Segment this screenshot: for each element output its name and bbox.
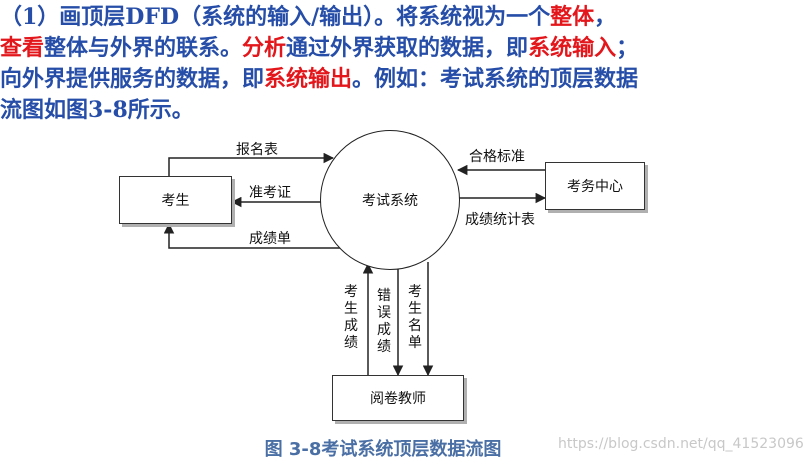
intro-text-segment: ，: [594, 4, 617, 30]
caption-text: 考试系统顶层数据流图: [321, 439, 502, 460]
highlight-term: 系统输入: [528, 35, 617, 61]
flow-arrow-registration-form: [168, 152, 335, 176]
process-label: 考试系统: [362, 193, 418, 209]
intro-text-segment: ；: [616, 35, 639, 61]
highlight-term: 查看: [0, 35, 45, 61]
entity-label: 阅卷教师: [370, 391, 426, 407]
flow-label-student-list: 考生名单: [408, 284, 422, 351]
caption-figure-number: 图 3-8: [264, 439, 322, 460]
dfd-diagram: [163, 152, 547, 377]
intro-line-1: （1）画顶层DFD（系统的输入/输出）。将系统视为一个整体，: [0, 2, 766, 33]
intro-text: （1）画顶层DFD（系统的输入/输出）。将系统视为一个整体， 查看整体与外界的联…: [0, 2, 766, 126]
entity-label: 考务中心: [567, 179, 623, 195]
watermark: https://blog.csdn.net/qq_41523096: [558, 436, 804, 452]
highlight-term: 分析: [242, 35, 287, 61]
flow-label-passing-standard: 合格标准: [469, 149, 525, 165]
flow-label-error-scores: 错误成绩: [377, 288, 391, 355]
flow-label-registration-form: 报名表: [236, 142, 278, 158]
entity-exam-center: 考务中心: [545, 162, 645, 210]
intro-text-segment: 整体与外界的联系。: [44, 35, 243, 61]
entity-label: 考生: [161, 193, 190, 209]
intro-line-2: 查看整体与外界的联系。分析通过外界获取的数据，即系统输入；: [0, 33, 766, 64]
flow-label-score-statistics: 成绩统计表: [465, 212, 535, 228]
intro-text-segment: 通过外界获取的数据，即: [286, 35, 529, 61]
highlight-term: 系统输出: [264, 66, 353, 92]
highlight-term: 整体: [550, 4, 595, 30]
flow-label-score-sheet: 成绩单: [249, 231, 291, 247]
flow-label-student-scores: 考生成绩: [344, 284, 358, 351]
figure-caption: 图 3-8考试系统顶层数据流图: [0, 435, 766, 461]
intro-line-4: 流图如图3-8所示。: [0, 95, 766, 126]
intro-text-segment: 向外界提供服务的数据，即: [0, 66, 265, 92]
intro-text-segment: 流图如图3-8所示。: [0, 97, 194, 123]
flow-arrow-score-sheet: [163, 222, 340, 249]
flow-label-admission-ticket: 准考证: [249, 185, 291, 201]
intro-text-segment: （1）画顶层DFD（系统的输入/输出）。将系统视为一个: [0, 4, 551, 30]
entity-teacher: 阅卷教师: [332, 375, 464, 421]
entity-student: 考生: [119, 176, 232, 224]
intro-line-3: 向外界提供服务的数据，即系统输出。例如：考试系统的顶层数据: [0, 64, 766, 95]
intro-text-segment: 。例如：考试系统的顶层数据: [352, 66, 639, 92]
process-exam-system: 考试系统: [320, 130, 460, 270]
